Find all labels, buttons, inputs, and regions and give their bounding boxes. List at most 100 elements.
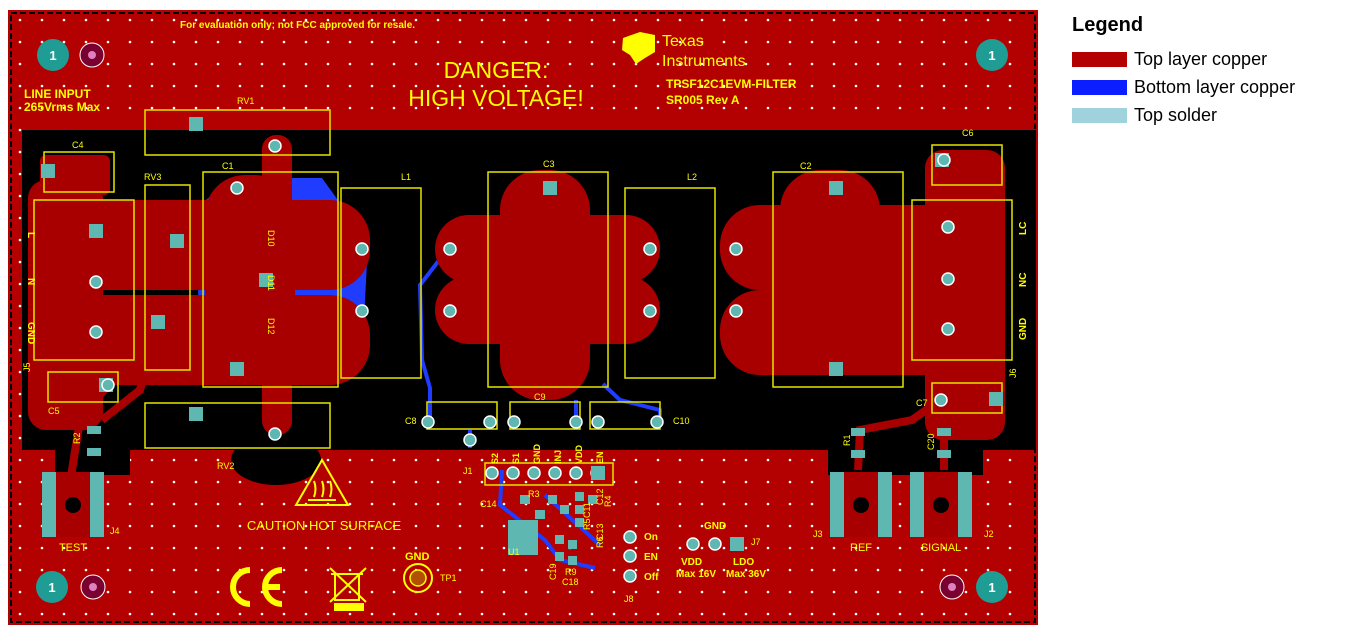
square-pad [41,164,55,178]
svg-text:NC: NC [1018,273,1029,287]
round-pad [569,466,583,480]
caution-label: CAUTION HOT SURFACE [247,518,402,533]
round-pad [650,415,664,429]
svg-text:LDO: LDO [733,557,754,568]
round-pad [101,378,115,392]
square-pad [829,181,843,195]
legend-swatch [1072,51,1127,67]
svg-text:J3: J3 [813,529,823,539]
header-pin-labels: S2 S1 GND INJ VDD EN [490,444,605,465]
round-pad [686,537,700,551]
revision: SR005 Rev A [666,93,740,107]
round-pad [623,569,637,583]
round-pad [569,415,583,429]
round-pad [643,304,657,318]
round-pad [643,242,657,256]
left-terminal-labels: L N GND [25,232,36,344]
svg-text:INJ: INJ [553,450,563,464]
svg-text:C7: C7 [916,398,928,408]
square-pad [189,407,203,421]
round-pad [443,242,457,256]
square-pad [189,117,203,131]
legend-label: Top layer copper [1134,48,1268,69]
svg-text:C20: C20 [926,433,936,450]
svg-text:D11: D11 [266,275,276,291]
svg-text:Max 36V: Max 36V [726,569,766,580]
legend-swatch [1072,79,1127,95]
svg-text:EN: EN [644,552,658,563]
svg-text:N: N [25,278,36,285]
svg-text:C11: C11 [582,502,592,518]
via-hole-center [948,583,956,591]
connector-labels: TEST REF SIGNAL [59,542,961,554]
mounting-hole-label: 1 [49,48,56,63]
rotated-refdes-labels: J5 J6 R2 R1 C20 C19 R4 R5 R6 C12 C11 C13… [22,230,1018,580]
round-pad [483,415,497,429]
round-pad [937,153,951,167]
round-pad [268,139,282,153]
legend-label: Bottom layer copper [1134,76,1296,97]
round-pad [463,433,477,447]
ti-logo-icon [622,32,655,64]
svg-text:J4: J4 [110,526,120,536]
svg-text:C14: C14 [480,499,497,509]
svg-text:REF: REF [850,542,872,554]
svg-text:R2: R2 [72,432,82,444]
mounting-hole [976,571,1008,603]
round-pad [89,325,103,339]
svg-text:J6: J6 [1008,368,1018,378]
svg-text:C3: C3 [543,159,555,169]
right-terminal-labels: LC NC GND [1018,222,1029,340]
svg-text:C13: C13 [595,523,605,540]
square-pad [730,537,744,551]
legend-item-bottom-copper: Bottom layer copper [1072,73,1342,101]
legend: Legend Top layer copper Bottom layer cop… [1072,14,1342,129]
brand-line2: Instruments [662,53,746,70]
svg-text:J8: J8 [624,594,634,604]
brand-line1: Texas [662,33,704,50]
svg-text:J5: J5 [22,362,32,372]
round-pad [421,415,435,429]
round-pad [268,427,282,441]
round-pad [443,304,457,318]
round-pad [708,537,722,551]
svg-text:C4: C4 [72,140,84,150]
svg-text:C8: C8 [405,416,417,426]
legend-item-top-copper: Top layer copper [1072,45,1342,73]
round-pad [506,466,520,480]
mounting-hole [37,39,69,71]
svg-text:C19: C19 [548,563,558,580]
round-pad [729,242,743,256]
square-pad [543,181,557,195]
svg-text:VDD: VDD [681,557,702,568]
round-pad [623,530,637,544]
svg-text:SIGNAL: SIGNAL [921,542,961,554]
ce-mark-icon [230,567,283,607]
hot-surface-warning-icon [294,458,350,506]
enable-switch-labels: On EN Off [644,532,659,583]
round-pad [355,242,369,256]
svg-text:VDD: VDD [574,444,584,464]
svg-text:Max 16V: Max 16V [676,569,716,580]
svg-text:LC: LC [1018,222,1029,235]
weee-bin-icon [329,567,367,603]
square-pad [259,273,273,287]
legend-label: Top solder [1134,104,1218,125]
svg-text:C2: C2 [800,161,812,171]
svg-text:R5: R5 [582,518,592,530]
svg-text:On: On [644,532,658,543]
round-pad [485,466,499,480]
svg-text:GND: GND [1018,318,1029,340]
svg-text:L1: L1 [401,172,411,182]
svg-text:C18: C18 [562,577,579,587]
square-pad [989,392,1003,406]
mounting-hole-label: 1 [988,48,995,63]
round-pad [507,415,521,429]
via-hole-center [88,51,96,59]
keepout-bottom-lobe [231,435,321,485]
smd-pads [87,426,951,565]
svg-text:C12: C12 [595,488,605,505]
legend-item-top-solder: Top solder [1072,101,1342,129]
tp1-label: TP1 [440,573,457,583]
